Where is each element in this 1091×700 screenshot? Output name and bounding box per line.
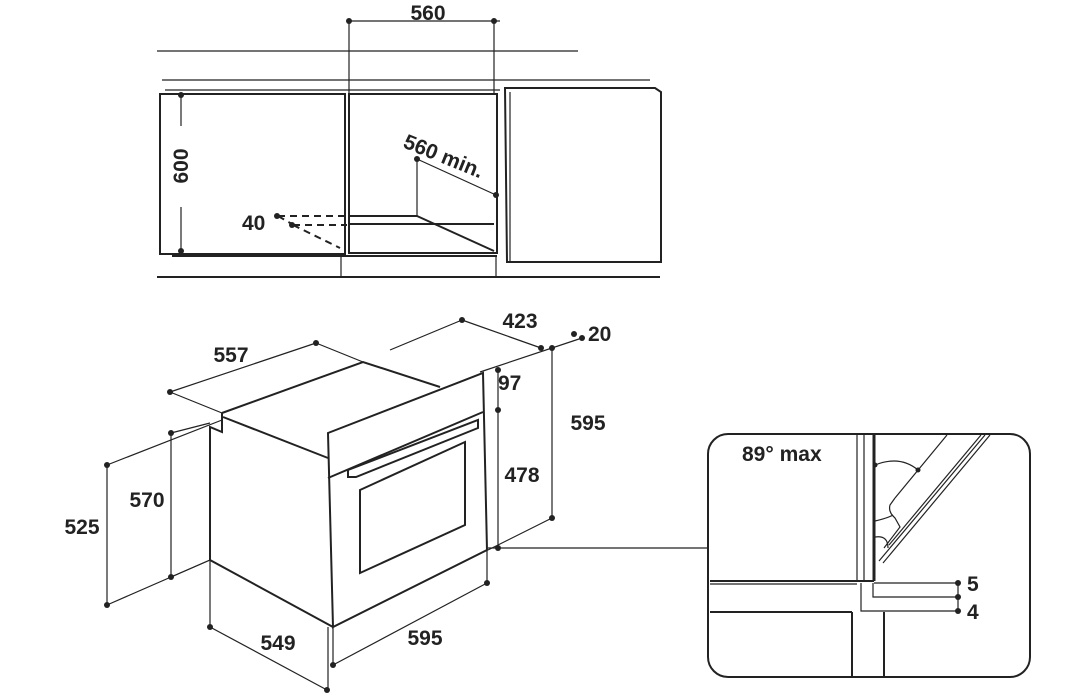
oven-niche bbox=[348, 93, 498, 254]
door-handle[interactable] bbox=[347, 418, 479, 478]
open-door bbox=[882, 434, 991, 564]
oven-front bbox=[326, 371, 489, 629]
angle-arc bbox=[874, 460, 919, 471]
opening-width-label: 560 bbox=[410, 2, 445, 25]
body-height-label: 570 bbox=[129, 489, 164, 512]
door-angle-label: 89° max bbox=[742, 443, 822, 466]
cabinet-view: 560 600 560 min. 40 bbox=[157, 2, 662, 278]
door-height-label: 478 bbox=[504, 464, 539, 487]
side-depth-label: 549 bbox=[260, 632, 295, 655]
oven-top bbox=[221, 360, 441, 414]
depth-min-label: 560 min. bbox=[400, 130, 487, 183]
oven-view: 557 423 20 97 478 595 570 525 bbox=[64, 310, 708, 693]
right-door bbox=[503, 87, 662, 263]
vent-gap-label: 40 bbox=[242, 212, 265, 235]
opening-height-label: 600 bbox=[170, 148, 193, 183]
left-cabinet bbox=[159, 93, 346, 255]
top-depth-label: 557 bbox=[213, 344, 248, 367]
detail-frame bbox=[707, 433, 1031, 678]
front-width-label: 595 bbox=[407, 627, 442, 650]
gap-top-label: 5 bbox=[967, 573, 979, 596]
gap-bottom-label: 4 bbox=[967, 601, 979, 624]
oven-side bbox=[209, 413, 334, 628]
side-height-label: 525 bbox=[64, 516, 99, 539]
rear-depth-label: 423 bbox=[502, 310, 537, 333]
oven-window bbox=[359, 440, 466, 575]
control-panel-height-label: 97 bbox=[498, 372, 521, 395]
door-detail-view: 89° max 5 4 bbox=[707, 433, 1031, 678]
total-height-label: 595 bbox=[570, 412, 605, 435]
panel-offset-label: 20 bbox=[588, 323, 611, 346]
